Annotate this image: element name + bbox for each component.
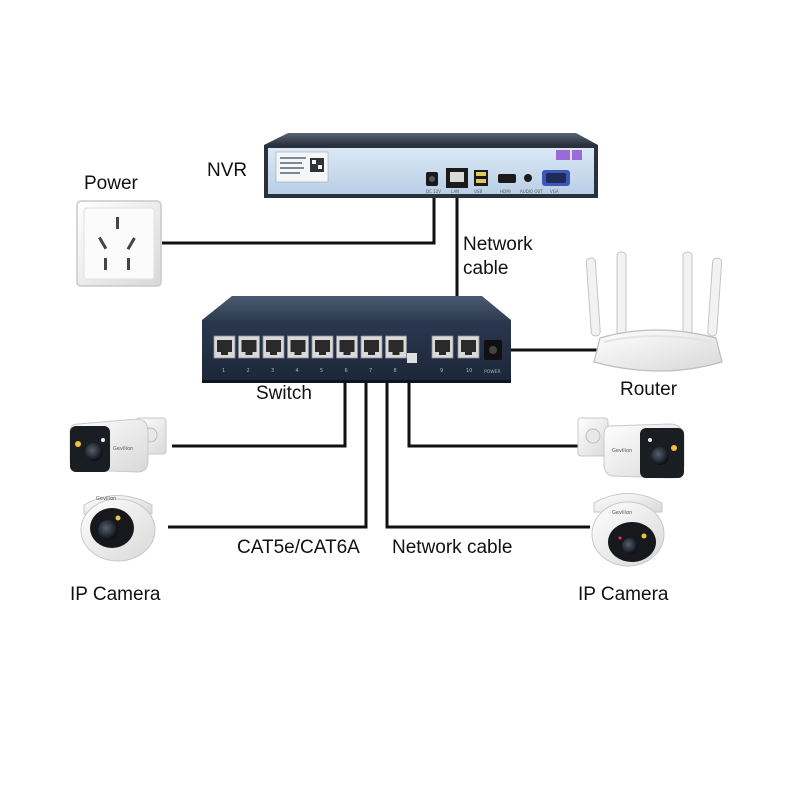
ip-camera-label-left: IP Camera [70, 584, 161, 605]
switch-port [336, 335, 358, 359]
nvr-port-label: LAN [451, 189, 459, 194]
switch-port-number: 6 [345, 368, 348, 374]
switch-label: Switch [256, 383, 312, 404]
nvr-label: NVR [207, 160, 248, 181]
camera-brand-label: Gevilion [612, 448, 632, 454]
switch-port-number: 8 [394, 368, 397, 374]
switch-port [360, 335, 383, 359]
bullet-camera-icon: Gevilion [69, 417, 167, 473]
switch-port [238, 335, 260, 359]
switch-port [385, 335, 407, 359]
power-label: Power [84, 173, 138, 194]
switch-port-number: 10 [466, 368, 472, 374]
nvr-port-label: VGA [550, 189, 559, 194]
switch-port-number: 3 [271, 368, 274, 374]
switch-port-number: 2 [247, 368, 250, 374]
switch-power-label: POWER [484, 369, 501, 375]
switch-port [457, 335, 480, 359]
dome-camera-icon: Gevilion [80, 495, 156, 562]
nvr-port-label: AUDIO OUT [520, 189, 543, 194]
cat-cable-label: CAT5e/CAT6A [237, 537, 360, 558]
bullet-camera-icon: Gevilion [577, 417, 685, 479]
wall-socket-icon [76, 200, 162, 287]
poe-switch-icon: 1 2 3 4 5 6 7 8 9 10 POWER [202, 296, 511, 383]
switch-port-number: 7 [369, 368, 372, 374]
nvr-port-label: HDMI [500, 189, 511, 194]
router-label: Router [620, 379, 678, 400]
camera-cable-right-bullet [407, 382, 585, 448]
ip-camera-label-right: IP Camera [578, 584, 669, 605]
network-cable-label-top: Network [463, 234, 533, 255]
switch-port [287, 335, 309, 359]
power-cable [162, 182, 436, 245]
network-cable-label-bottom: Network cable [392, 537, 513, 558]
switch-port [431, 335, 454, 359]
switch-port-number: 1 [222, 368, 225, 374]
camera-brand-label: Gevilion [113, 446, 133, 452]
wifi-router-icon [585, 251, 723, 372]
nvr-port-label: DC 12V [426, 189, 441, 194]
switch-port [311, 335, 334, 359]
switch-port-number: 9 [440, 368, 443, 374]
camera-brand-label: Gevilion [612, 510, 632, 516]
switch-port-number: 5 [320, 368, 323, 374]
nvr-port-label: USB [474, 189, 482, 194]
switch-port [262, 335, 285, 359]
switch-port [213, 335, 236, 359]
network-cable-label-top-2: cable [463, 258, 509, 279]
camera-brand-label: Gevilion [96, 496, 116, 502]
nvr-device: DC 12V LAN USB HDMI AUDIO OUT VGA [264, 133, 598, 198]
switch-port-number: 4 [296, 368, 299, 374]
camera-cable-right-dome [385, 382, 590, 529]
camera-cable-left-bullet [172, 382, 347, 448]
camera-cable-left-dome [168, 382, 368, 529]
dome-camera-icon: Gevilion [591, 493, 665, 567]
cables [162, 182, 598, 529]
